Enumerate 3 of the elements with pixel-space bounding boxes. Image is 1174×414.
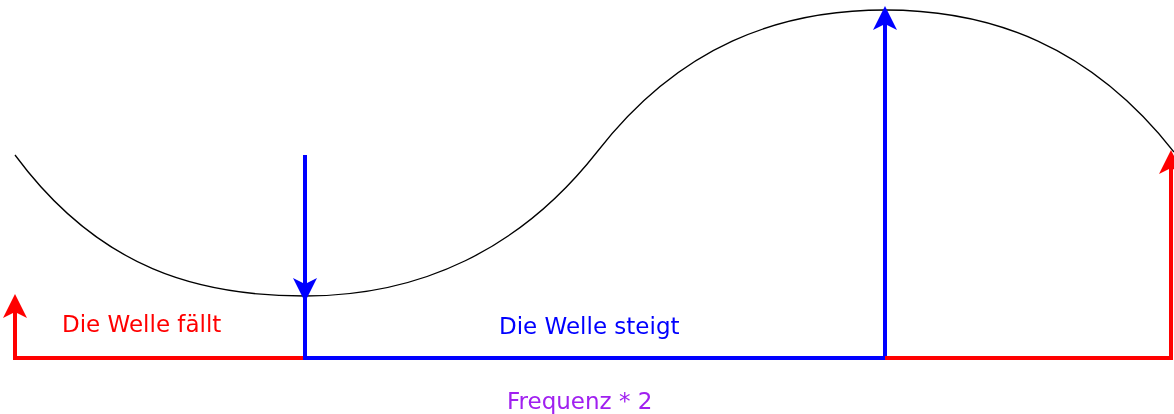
phase-label: Die Welle fällt bbox=[62, 313, 222, 336]
frequency-label: Frequenz * 2 bbox=[507, 390, 653, 413]
phase-label: Die Welle steigt bbox=[499, 315, 680, 338]
